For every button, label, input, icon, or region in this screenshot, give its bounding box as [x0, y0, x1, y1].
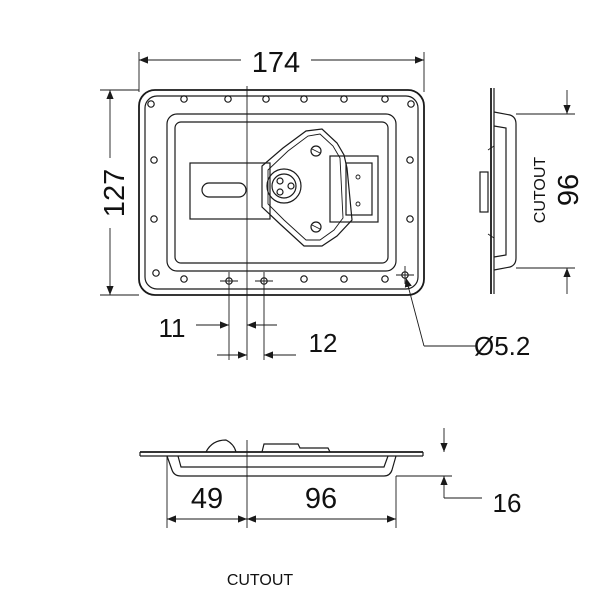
latch-slot	[201, 182, 247, 198]
dim-16-label: 16	[493, 488, 522, 518]
mounting-hole	[150, 156, 158, 164]
latch-slide	[189, 162, 271, 220]
bottom-cutout-label: CUTOUT	[227, 572, 294, 589]
dim-hole-diameter: Ø5.2	[404, 277, 530, 361]
flange-inner-edge	[144, 95, 419, 290]
latch-handle-rim	[267, 133, 344, 241]
side-latch-profile	[479, 171, 489, 213]
mounting-hole	[180, 95, 188, 103]
recess-inner	[174, 121, 389, 264]
outer-flange	[138, 89, 425, 296]
dim-127-label: 127	[99, 169, 131, 217]
side-cutout-label: CUTOUT	[532, 157, 549, 224]
bottom-latch-bump	[205, 439, 237, 453]
bottom-recess-profile	[166, 455, 397, 477]
side-view: 96 CUTOUT	[479, 88, 585, 294]
mounting-hole	[180, 275, 188, 283]
bottom-view: 16 49 96	[139, 428, 522, 528]
latch-handle-plate	[261, 128, 353, 247]
side-recess-profile	[493, 111, 517, 271]
dim-11-label: 11	[159, 313, 186, 343]
rivet-bottom	[310, 221, 322, 233]
dim-12-label: 12	[309, 328, 338, 358]
front-view: 174 127 11 12 Ø5.2	[99, 47, 530, 361]
mounting-hole	[406, 215, 414, 223]
dim-overall-width: 174	[138, 47, 425, 92]
mounting-hole	[150, 215, 158, 223]
mounting-hole	[340, 95, 348, 103]
recess-outer	[166, 113, 397, 272]
rivet-top	[310, 145, 322, 157]
bottom-hinge-profile	[261, 443, 331, 453]
mounting-holes	[147, 95, 415, 290]
dim-side-96-label: 96	[553, 174, 585, 206]
mounting-hole	[381, 95, 389, 103]
lock-cylinder-outer	[266, 168, 302, 204]
lock-cylinder-inner	[271, 173, 297, 199]
dim-174-label: 174	[252, 47, 300, 79]
mounting-hole	[300, 95, 308, 103]
hinge-pin	[345, 162, 373, 216]
mounting-hole	[262, 95, 270, 103]
latch-mechanism	[189, 128, 379, 247]
mounting-hole	[340, 275, 348, 283]
mounting-hole	[381, 275, 389, 283]
dim-bottom-96-label: 96	[305, 483, 337, 515]
hinge-block	[329, 155, 379, 223]
dim-overall-height: 127	[99, 89, 139, 296]
dim-49-label: 49	[191, 483, 223, 515]
mounting-hole	[152, 269, 160, 277]
mounting-hole	[300, 275, 308, 283]
mounting-hole	[406, 156, 414, 164]
mounting-hole	[224, 95, 232, 103]
mounting-hole	[147, 100, 155, 108]
mounting-hole	[407, 100, 415, 108]
hole-diameter-label: Ø5.2	[474, 331, 530, 361]
dim-hole-offsets: 11 12	[159, 290, 338, 360]
